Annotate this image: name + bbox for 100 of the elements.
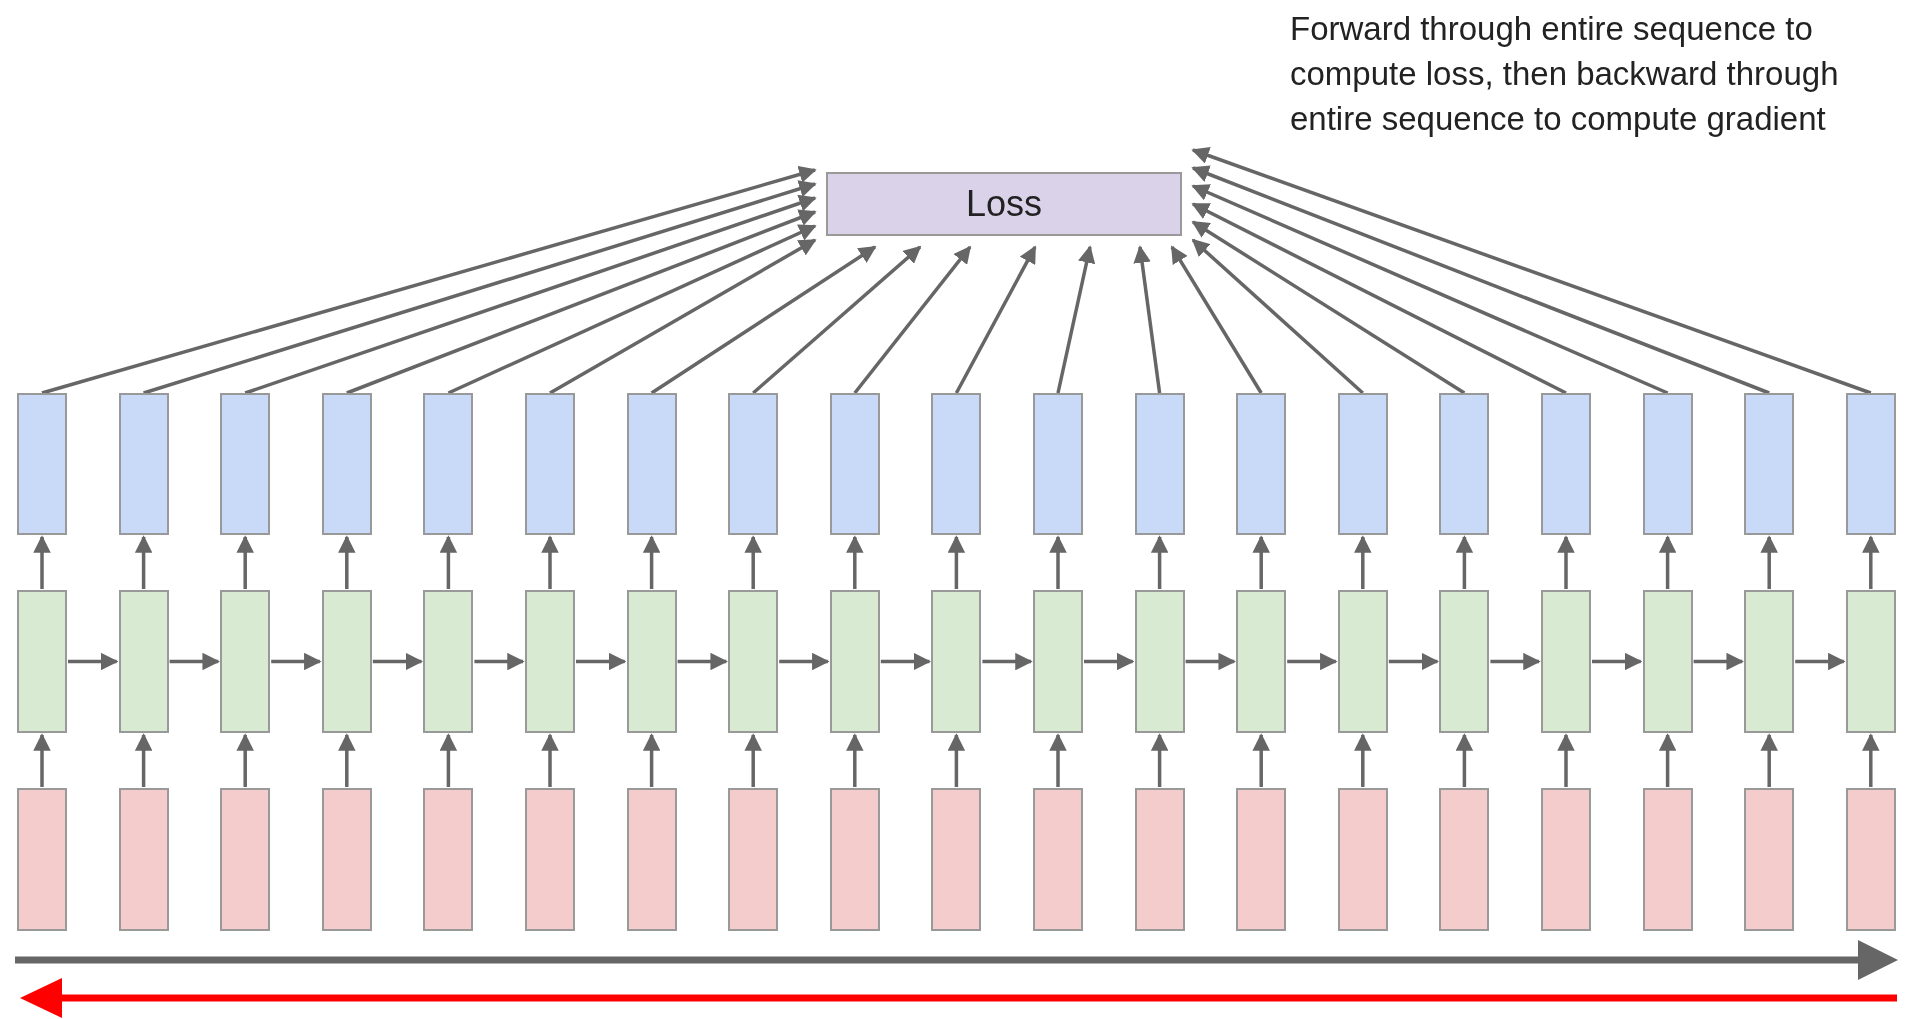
arrow [134,733,153,787]
arrow [1862,733,1880,787]
cell-box [1439,590,1490,733]
cell-box [321,788,372,931]
arrow [1170,245,1263,394]
arrow [549,238,817,395]
arrow [271,652,322,671]
cell-box [1439,393,1490,535]
arrow [947,535,966,589]
arrow [1557,535,1575,589]
cell-box [1642,590,1693,733]
arrow [1084,652,1135,671]
arrow [846,535,864,589]
cell-box [1642,788,1693,931]
cell-box [1033,393,1083,535]
cell-box [931,590,982,733]
arrow [1191,147,1872,395]
arrow [650,245,877,395]
cell-box [626,393,677,535]
cell-box [1744,590,1795,733]
cell-box [1541,590,1591,733]
arrow [1191,165,1770,395]
arrow [33,535,51,589]
arrow [1191,202,1567,395]
cell-box [1033,788,1083,931]
arrow [1287,652,1338,671]
cell-box [423,788,474,931]
cell-box [829,590,880,733]
arrow [846,733,864,787]
arrow [642,535,661,589]
cell-box [1134,788,1185,931]
cell-box [1541,393,1591,535]
arrow [1056,245,1096,394]
arrow [744,535,762,589]
arrow [1133,245,1162,394]
cell-box [931,393,982,535]
cell-box [17,393,67,535]
cell-box [1337,393,1388,535]
arrow [346,209,817,395]
arrow [744,733,762,787]
arrow [338,535,356,589]
arrow [982,652,1033,671]
arrow [447,224,817,395]
arrow [143,180,817,395]
cell-box [1134,393,1185,535]
arrow [1557,733,1575,787]
arrow [853,245,972,395]
cell-box [626,788,677,931]
arrow [338,733,356,787]
arrow [33,733,51,787]
cell-box [321,590,372,733]
arrow [1150,733,1169,787]
cell-box [220,393,271,535]
cell-box [220,788,271,931]
arrow [1658,535,1677,589]
arrow [1455,535,1474,589]
arrow [1049,733,1067,787]
arrow [1658,733,1677,787]
cell-box [525,590,575,733]
arrow [1252,733,1270,787]
cell-box [1337,590,1388,733]
arrow [1760,733,1778,787]
cell-box [931,788,982,931]
arrow [1191,220,1466,395]
cell-box [1744,788,1795,931]
arrow [1354,535,1372,589]
arrow [1252,535,1270,589]
cell-box [1845,393,1896,535]
arrow [236,733,254,787]
cell-box [829,788,880,931]
arrow [1693,652,1744,671]
cell-box [1541,788,1591,931]
arrow [1191,184,1669,395]
arrow [169,652,220,671]
cell-box [728,393,779,535]
arrow [474,652,525,671]
cell-box [1439,788,1490,931]
cell-box [423,590,474,733]
cell-box [525,788,575,931]
arrow [236,535,254,589]
arrow [1490,652,1541,671]
loss-box [826,172,1182,236]
arrow [134,535,153,589]
cell-box [1337,788,1388,931]
cell-box [17,590,67,733]
cell-box [17,788,67,931]
arrow [677,652,728,671]
arrow [779,652,830,671]
cell-box [1236,590,1287,733]
arrow [1455,733,1474,787]
arrow [244,194,817,395]
arrow [1150,535,1169,589]
arrow [752,245,922,395]
arrow [1862,535,1880,589]
loss-label: Loss [965,183,1042,225]
arrow [954,245,1037,394]
cell-box [1845,590,1896,733]
arrow [68,652,119,671]
arrow [439,535,458,589]
cell-box [118,393,169,535]
